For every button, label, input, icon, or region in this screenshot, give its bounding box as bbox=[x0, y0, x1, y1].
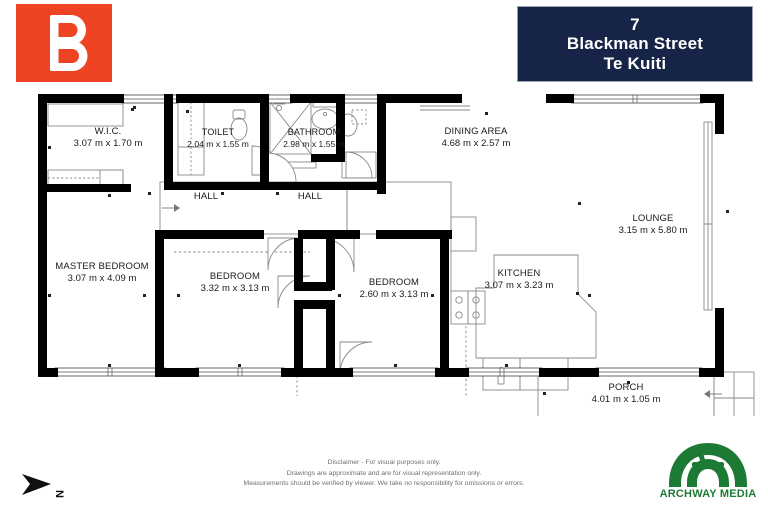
disclaimer-line-1: Disclaimer - For visual purposes only. bbox=[327, 459, 441, 466]
north-arrow-icon: N bbox=[18, 468, 76, 502]
address-number: 7 bbox=[630, 15, 640, 35]
fixtures-layer bbox=[47, 101, 755, 416]
archway-media-label: ARCHWAY MEDIA bbox=[659, 488, 757, 500]
address-street: Blackman Street bbox=[566, 34, 704, 54]
room-label-porch: PORCH 4.01 m x 1.05 m bbox=[591, 382, 661, 405]
walls-layer bbox=[38, 94, 724, 377]
room-label-bathroom: BATHROOM 2.98 m x 1.55 m bbox=[283, 127, 345, 149]
room-label-wic: W.I.C. 3.07 m x 1.70 m bbox=[73, 126, 143, 149]
dimension-ticks bbox=[48, 106, 729, 395]
room-label-toilet: TOILET 2.04 m x 1.55 m bbox=[187, 127, 249, 149]
brand-logo-letter-b bbox=[50, 15, 88, 71]
disclaimer-line-2: Drawings are approximate and are for vis… bbox=[286, 469, 482, 477]
room-label-hall-1: HALL bbox=[193, 191, 219, 202]
room-label-kitchen: KITCHEN 3.07 m x 3.23 m bbox=[484, 268, 554, 291]
room-label-bedroom-3: BEDROOM 2.60 m x 3.13 m bbox=[359, 277, 429, 300]
floorplan-drawing: W.I.C. 3.07 m x 1.70 m TOILET 2.04 m x 1… bbox=[0, 86, 768, 416]
address-town: Te Kuiti bbox=[603, 53, 667, 73]
address-title-banner: 7 Blackman Street Te Kuiti bbox=[517, 6, 753, 82]
room-label-lounge: LOUNGE 3.15 m x 5.80 m bbox=[618, 213, 688, 236]
disclaimer-line-3: Measurements should be verified by viewe… bbox=[243, 480, 525, 487]
north-arrow-label: N bbox=[53, 490, 65, 498]
room-label-master-bedroom: MASTER BEDROOM 3.07 m x 4.09 m bbox=[55, 261, 149, 284]
archway-media-logo: ARCHWAY MEDIA bbox=[654, 442, 762, 508]
disclaimer-text: Disclaimer - For visual purposes only. D… bbox=[0, 458, 768, 490]
archway-arch-icon bbox=[669, 443, 747, 487]
room-label-hall-2: HALL bbox=[297, 191, 323, 202]
room-label-dining-area: DINING AREA 4.68 m x 2.57 m bbox=[441, 126, 511, 149]
room-label-bedroom-2: BEDROOM 3.32 m x 3.13 m bbox=[200, 271, 270, 294]
brand-logo bbox=[16, 4, 112, 82]
